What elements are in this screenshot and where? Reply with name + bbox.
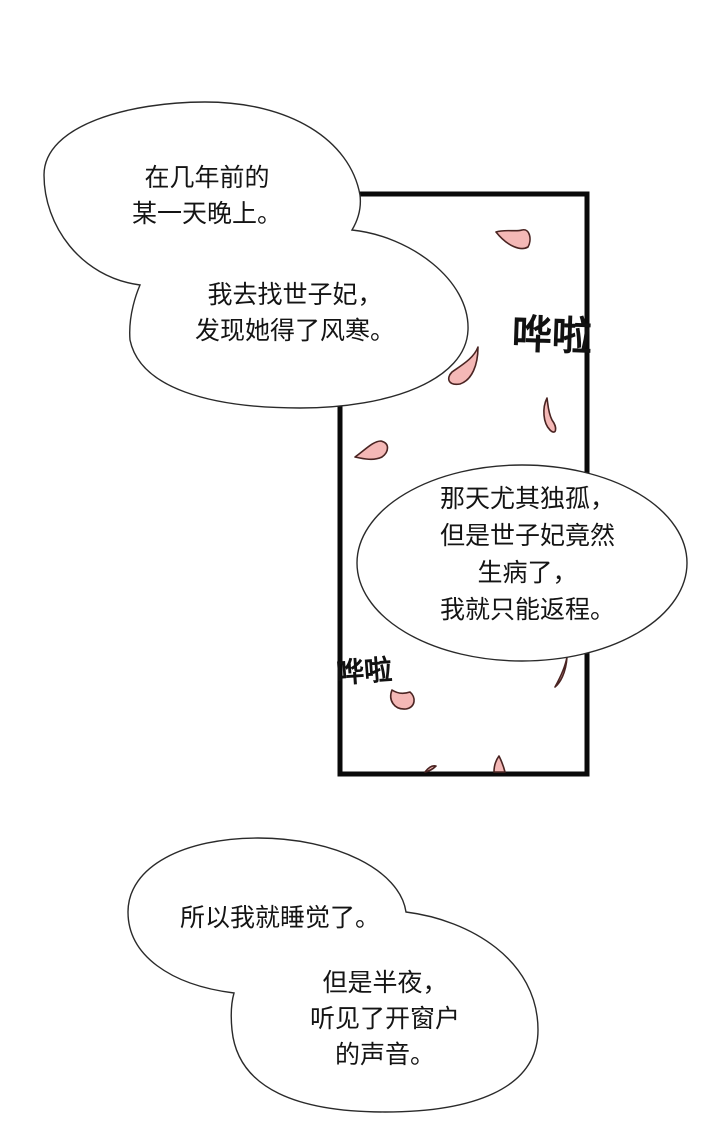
petal-icon: [447, 346, 479, 386]
speech-bubble-2: [356, 464, 688, 662]
petals: [354, 229, 568, 773]
petal-icon: [495, 229, 531, 250]
petal-icon: [390, 689, 415, 710]
bubble-3-text-b: 但是半夜， 听见了开窗户 的声音。: [309, 968, 460, 1069]
speech-bubble-1: [43, 101, 469, 409]
petal-icon: [543, 397, 557, 433]
bubble-1-text-b: 我去找世子妃， 发现她得了风寒。: [194, 280, 395, 345]
petal-icon: [493, 755, 506, 773]
sound-effect-2: 哗啦: [335, 653, 394, 690]
bubble-2-text: 那天尤其独孤， 但是世子妃竟然 生病了， 我就只能返程。: [439, 484, 615, 624]
petal-icon: [424, 765, 437, 773]
petal-icon: [354, 440, 389, 461]
petal-icon: [554, 656, 568, 688]
bubble-3-text-a: 所以我就睡觉了。: [179, 903, 380, 932]
bubble-1-text-a: 在几年前的 某一天晚上。: [131, 163, 282, 228]
speech-bubble-3: [127, 837, 539, 1113]
sound-effect-1: 哗啦: [511, 311, 593, 361]
